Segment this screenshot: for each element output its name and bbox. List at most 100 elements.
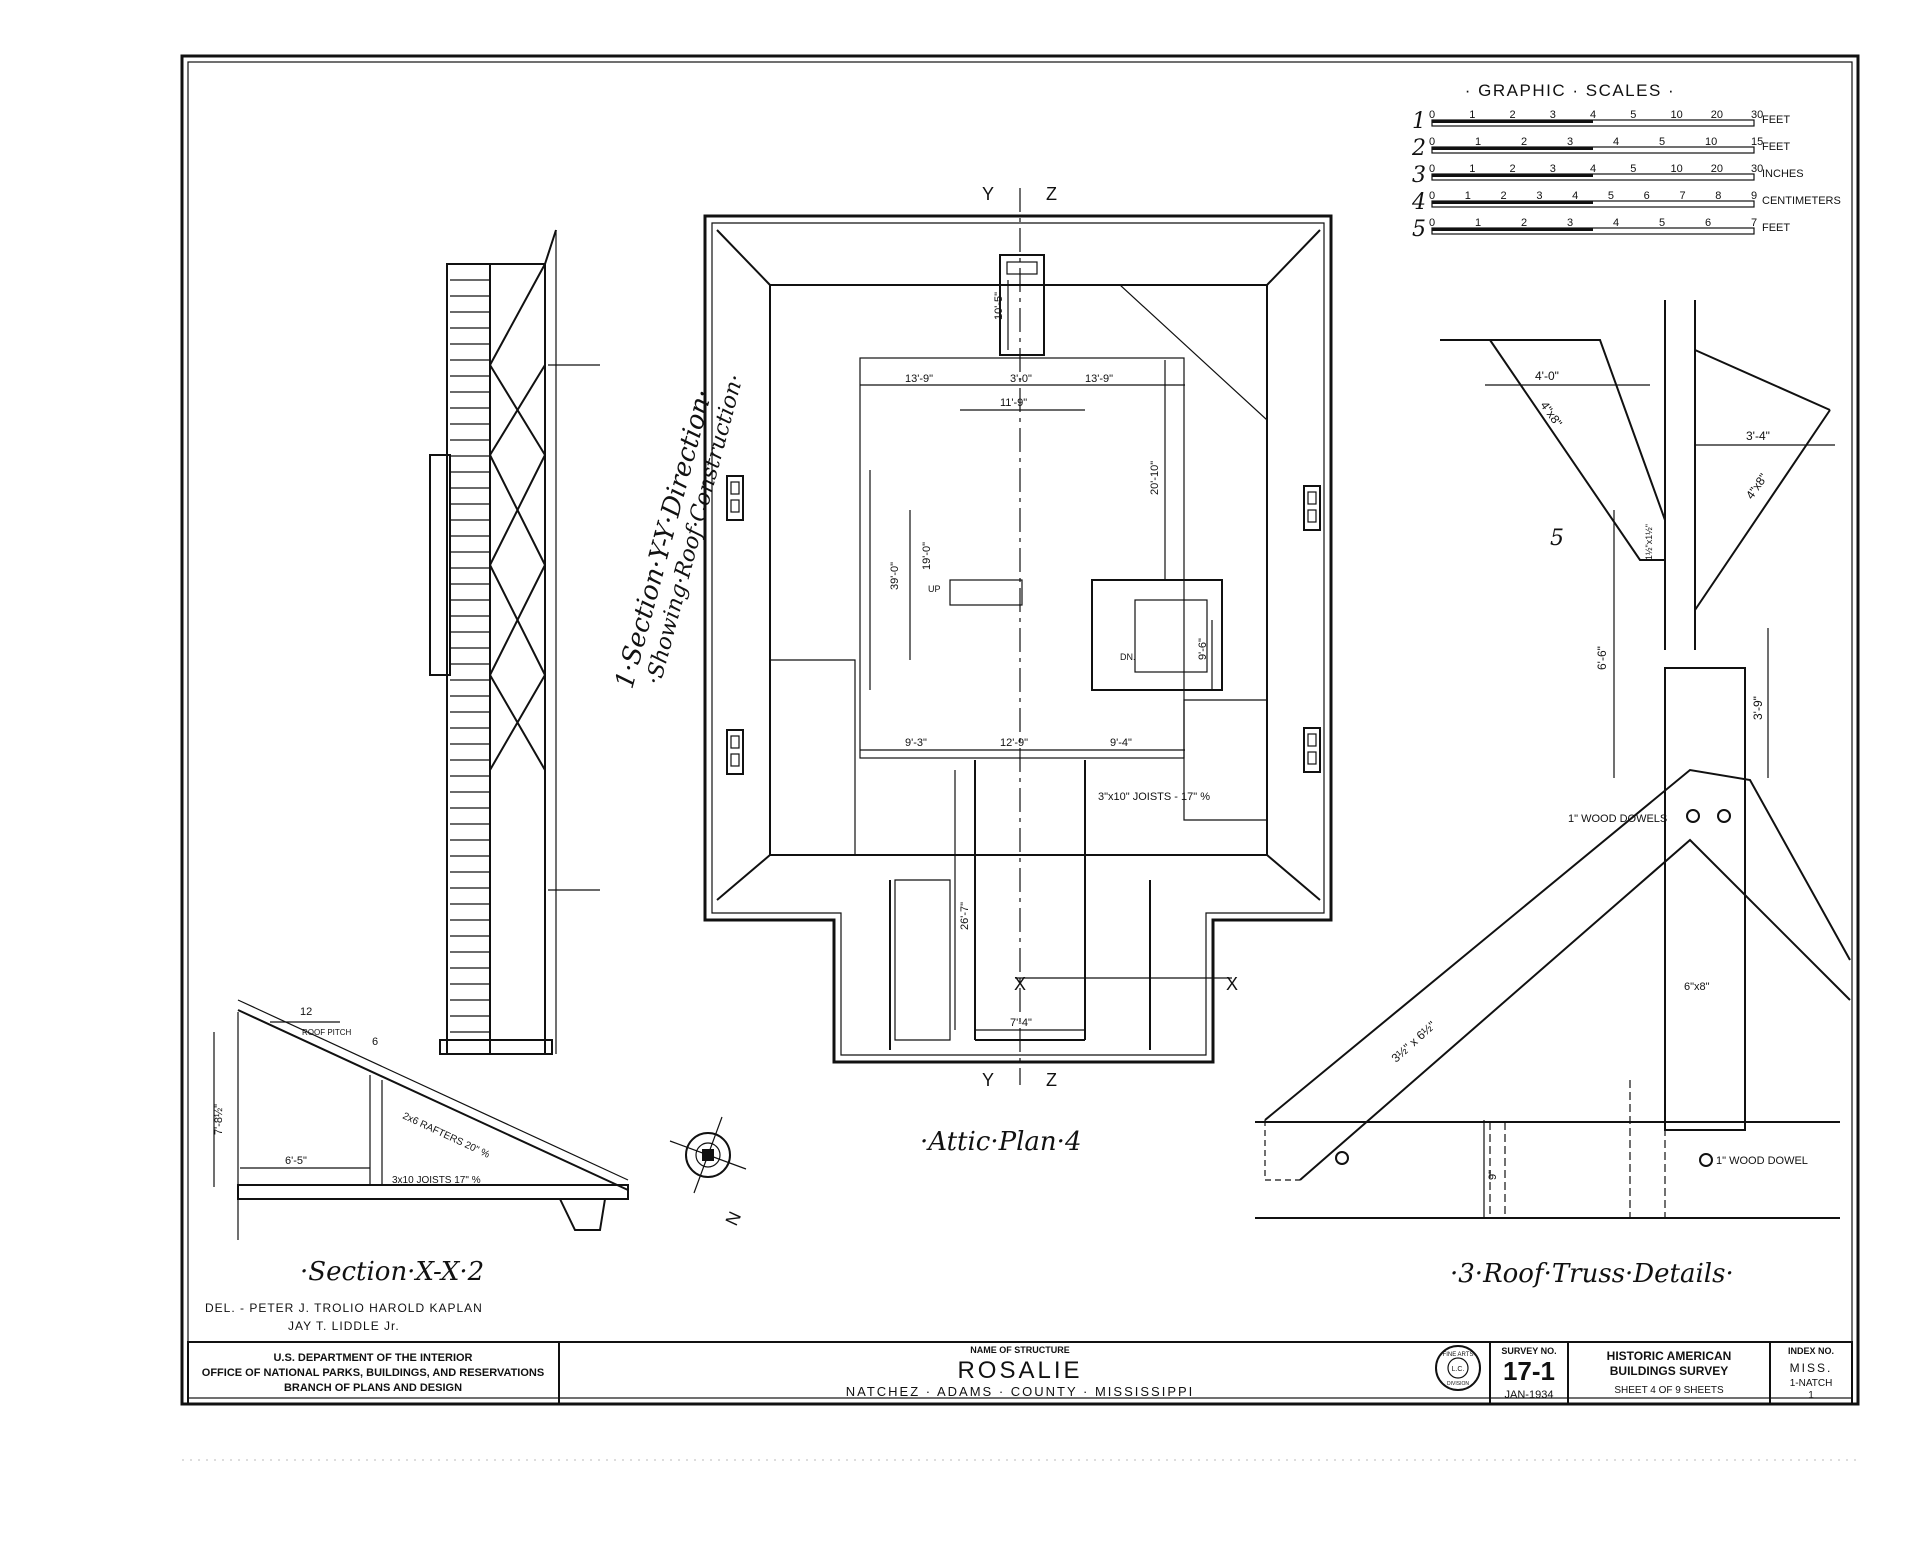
truss-dowels1: 1" WOOD DOWELS — [1568, 813, 1667, 825]
survey-number: 17-1 — [1503, 1356, 1555, 1386]
fine-arts-seal: FINE ARTS L.C. DIVISION — [1435, 1345, 1481, 1391]
scale-tick-label: 20 — [1711, 163, 1723, 175]
axis-x-left: X — [1014, 974, 1026, 994]
scale-tick-label: 0 — [1429, 163, 1435, 175]
scale-unit: FEET — [1762, 114, 1790, 126]
habs-line1: HISTORIC AMERICAN — [1607, 1349, 1732, 1363]
scale-tick-label: 4 — [1613, 217, 1619, 229]
agency-line2: OFFICE OF NATIONAL PARKS, BUILDINGS, AND… — [202, 1367, 544, 1379]
plan-dimension: 13'-9" — [1085, 373, 1113, 385]
habs-line2: BUILDINGS SURVEY — [1610, 1364, 1728, 1378]
plan-dimension: 7'-4" — [1010, 1017, 1032, 1029]
rafters-label: 2x6 RAFTERS 20" % — [401, 1111, 492, 1161]
axis-z-top: Z — [1046, 184, 1057, 204]
scale-tick-label: 10 — [1671, 109, 1683, 121]
credits-line2: JAY T. LIDDLE Jr. — [288, 1319, 400, 1333]
structure-name-label: NAME OF STRUCTURE — [970, 1345, 1070, 1355]
scale-tick-label: 2 — [1510, 109, 1516, 121]
seal-bottom: DIVISION — [1447, 1381, 1469, 1387]
title-block: U.S. DEPARTMENT OF THE INTERIOR OFFICE O… — [187, 1341, 1853, 1405]
truss-d1: 4'-0" — [1535, 369, 1559, 383]
label-dn: DN. — [1120, 652, 1136, 662]
index-line2: 1-NATCH — [1790, 1378, 1833, 1389]
index-line1: MISS. — [1790, 1361, 1833, 1375]
scale-tick-label: 6 — [1705, 217, 1711, 229]
scale-tick-label: 3 — [1550, 109, 1556, 121]
scale-tick-label: 2 — [1521, 217, 1527, 229]
index-label: INDEX NO. — [1788, 1346, 1834, 1356]
truss-d3: 6'-6" — [1595, 646, 1609, 670]
credits-line1: DEL. - PETER J. TROLIO HAROLD KAPLAN — [205, 1301, 483, 1315]
scale-unit: FEET — [1762, 141, 1790, 153]
graphic-scales-title: · GRAPHIC · SCALES · — [1465, 81, 1675, 100]
plan-dimension: 9'-6" — [1197, 638, 1209, 660]
plan-dimension: 9'-3" — [905, 737, 927, 749]
structure-name: ROSALIE — [957, 1357, 1082, 1384]
sheet-number: SHEET 4 OF 9 SHEETS — [1614, 1385, 1724, 1396]
scale-tick-label: 1 — [1465, 190, 1471, 202]
seal-mid: L.C. — [1452, 1366, 1465, 1373]
scale-number: 2 — [1411, 136, 1426, 161]
scale-tick-label: 6 — [1644, 190, 1650, 202]
label-up: UP — [928, 584, 941, 594]
scale-tick-label: 2 — [1521, 136, 1527, 148]
scale-tick-label: 2 — [1510, 163, 1516, 175]
scale-tick-label: 5 — [1630, 109, 1636, 121]
scale-bar-fill — [1432, 228, 1593, 231]
scale-tick-label: 5 — [1608, 190, 1614, 202]
scale-tick-label: 7 — [1679, 190, 1685, 202]
scale-tick-label: 10 — [1705, 136, 1717, 148]
scale-unit: FEET — [1762, 222, 1790, 234]
scale-number: 5 — [1412, 217, 1426, 242]
scale-tick-label: 5 — [1630, 163, 1636, 175]
scale-tick-label: 15 — [1751, 136, 1763, 148]
scale-bar-fill — [1432, 120, 1593, 123]
attic-plan-labels: Y Z Y Z X X UP DN. 3"x10" JOISTS - 17" %… — [889, 184, 1238, 1157]
scale-tick-label: 8 — [1715, 190, 1721, 202]
scale-tick-label: 20 — [1711, 109, 1723, 121]
plan-dimension: 9'-4" — [1110, 737, 1132, 749]
scale-tick-label: 2 — [1501, 190, 1507, 202]
pitch-run: 12 — [300, 1006, 312, 1018]
survey-date: JAN-1934 — [1505, 1389, 1554, 1401]
scale-tick-label: 0 — [1429, 217, 1435, 229]
plan-dimension: 13'-9" — [905, 373, 933, 385]
scale-tick-label: 0 — [1429, 190, 1435, 202]
credits: DEL. - PETER J. TROLIO HAROLD KAPLAN JAY… — [205, 1301, 483, 1333]
joists-label: 3x10 JOISTS 17" % — [392, 1175, 481, 1186]
truss-m3: 1½"x1½" — [1644, 524, 1654, 560]
scale-unit: INCHES — [1762, 168, 1804, 180]
scale-tick-label: 5 — [1659, 136, 1665, 148]
north-arrow-compass: N — [669, 1116, 747, 1229]
truss-d4: 3'-9" — [1751, 696, 1765, 720]
plan-dimension: 3'-0" — [1010, 373, 1032, 385]
scale-tick-label: 3 — [1567, 136, 1573, 148]
pitch-rise: 6 — [372, 1036, 378, 1048]
scale-bar-fill — [1432, 174, 1593, 177]
seal-top: FINE ARTS — [1443, 1352, 1474, 1358]
scale-tick-label: 1 — [1475, 136, 1481, 148]
truss-marker: 5 — [1550, 526, 1564, 551]
plan-dimension: 12'-9" — [1000, 737, 1028, 749]
scale-tick-label: 0 — [1429, 109, 1435, 121]
height-dim: 7'-8½" — [213, 1104, 225, 1135]
scale-number: 3 — [1412, 163, 1426, 188]
label-joists: 3"x10" JOISTS - 17" % — [1098, 791, 1210, 803]
plan-dimension: 11'-9" — [1000, 397, 1027, 409]
roof-truss-drawing — [1255, 300, 1851, 1219]
section-yy-drawing — [429, 229, 600, 1055]
sheet-inner-border — [187, 61, 1853, 1399]
scale-tick-label: 1 — [1469, 163, 1475, 175]
agency-line3: BRANCH OF PLANS AND DESIGN — [284, 1382, 462, 1394]
scale-tick-label: 1 — [1469, 109, 1475, 121]
plan-dimension: 26'-7" — [959, 902, 971, 930]
truss-m4: 6"x8" — [1684, 981, 1710, 993]
survey-label: SURVEY NO. — [1501, 1346, 1556, 1356]
scale-tick-label: 30 — [1751, 109, 1763, 121]
truss-title: ·3·Roof·Truss·Details· — [1450, 1259, 1734, 1289]
roof-pitch-label: ROOF PITCH — [302, 1028, 352, 1037]
truss-m2: 4"x8" — [1743, 471, 1770, 502]
agency-line1: U.S. DEPARTMENT OF THE INTERIOR — [273, 1352, 472, 1364]
